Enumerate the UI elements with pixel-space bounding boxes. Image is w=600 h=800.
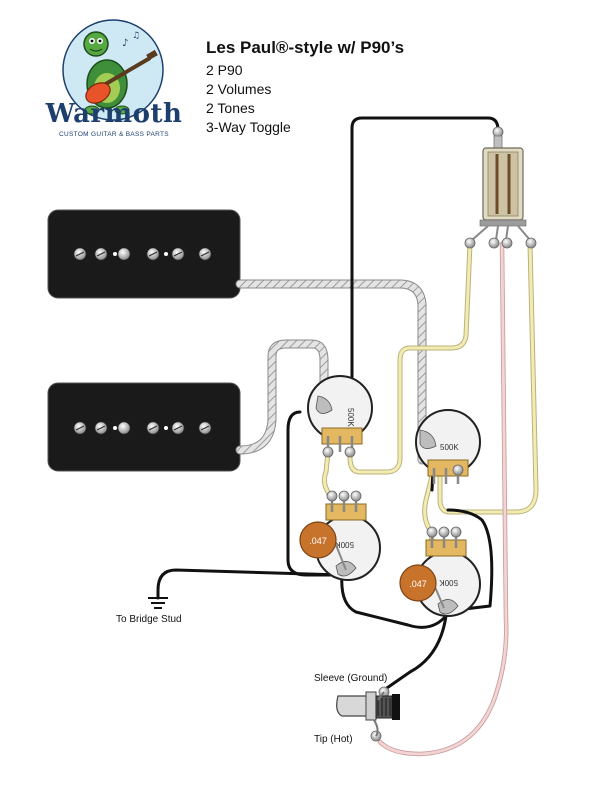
neck-pickup <box>47 209 241 299</box>
three-way-toggle <box>464 126 537 249</box>
tone-pot-1-value: 500K <box>335 540 354 549</box>
ground-symbol <box>148 597 168 609</box>
yellow-wires <box>321 241 539 543</box>
sleeve-label: Sleeve (Ground) <box>314 673 387 684</box>
ground-label: To Bridge Stud <box>116 614 182 625</box>
volume-pot-2: 500K <box>415 409 481 484</box>
volume-pot-2-value: 500K <box>440 443 459 452</box>
svg-text:♪: ♪ <box>122 38 128 49</box>
brand-tagline: CUSTOM GUITAR & BASS PARTS <box>59 131 169 138</box>
warmoth-logo: ♪ ♫ <box>62 19 164 121</box>
capacitor-tone-1: .047 <box>299 521 347 571</box>
braided-cable-neck <box>235 279 427 465</box>
spec-pickups: 2 P90 <box>206 62 243 78</box>
tone-pot-2: 500K <box>415 526 481 617</box>
capacitor-tone-2-label: .047 <box>409 579 427 589</box>
bridge-pickup <box>47 382 241 472</box>
pink-wire <box>377 241 509 757</box>
volume-pot-1: 500K <box>307 375 373 458</box>
brand-name: Warmoth <box>45 99 183 129</box>
svg-text:♫: ♫ <box>132 31 140 41</box>
output-jack <box>336 686 400 742</box>
title-block: Les Paul®-style w/ P90’s 2 P90 2 Volumes… <box>206 38 404 137</box>
braided-cable-bridge <box>235 339 329 455</box>
capacitor-tone-1-label: .047 <box>309 536 327 546</box>
tip-label: Tip (Hot) <box>314 734 353 745</box>
capacitor-tone-2: .047 <box>399 564 445 609</box>
tone-pot-2-value: 500K <box>439 578 458 587</box>
diagram-title: Les Paul®-style w/ P90’s <box>206 38 405 57</box>
spec-toggle: 3-Way Toggle <box>206 119 291 135</box>
spec-volumes: 2 Volumes <box>206 81 272 97</box>
spec-tones: 2 Tones <box>206 100 255 116</box>
volume-pot-1-value: 500K <box>346 408 355 427</box>
